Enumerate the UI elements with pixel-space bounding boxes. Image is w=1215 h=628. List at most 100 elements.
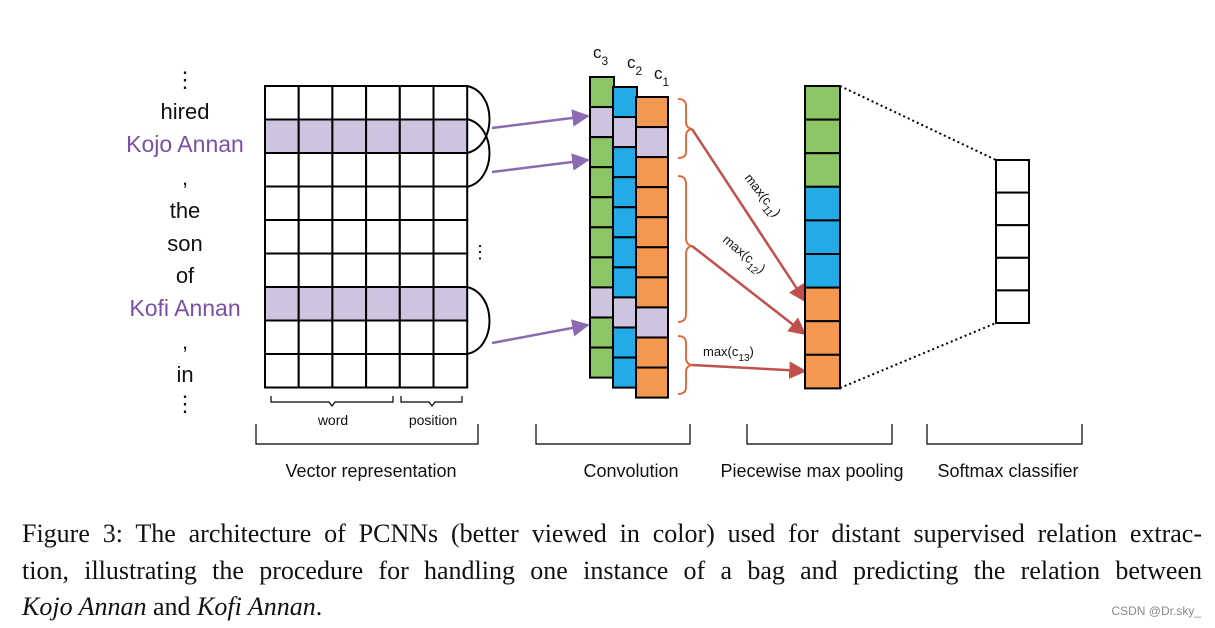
pooled-cell xyxy=(804,219,841,255)
feature-cell xyxy=(589,286,615,319)
feature-cell xyxy=(589,106,615,139)
stage-label-softmax: Softmax classifier xyxy=(937,461,1078,481)
feature-cell xyxy=(635,366,669,399)
segment-brace-2 xyxy=(677,175,693,323)
matrix-cell xyxy=(331,286,368,322)
matrix-cell xyxy=(264,319,300,355)
matrix-cell xyxy=(432,319,469,355)
position-label: position xyxy=(409,412,457,428)
segment-brace-1 xyxy=(677,98,693,159)
window-arcs xyxy=(466,85,491,355)
word-label: word xyxy=(317,412,348,428)
matrix-cell xyxy=(297,252,334,288)
feature-cell xyxy=(589,136,615,169)
feature-cell xyxy=(612,326,638,359)
feature-cell xyxy=(635,336,669,369)
pooled-cell xyxy=(804,286,841,323)
token-7: Kofi Annan xyxy=(129,295,240,321)
matrix-cell xyxy=(264,353,300,389)
matrix-cell xyxy=(331,85,368,121)
matrix-cell xyxy=(398,319,435,355)
feature-cell xyxy=(612,116,638,149)
caption-line-2: tion, illustrating the procedure for han… xyxy=(22,555,1202,585)
filter-label-c1: c1 xyxy=(654,64,670,89)
feature-cell xyxy=(635,96,669,129)
bracket-vector xyxy=(255,424,479,445)
window-arrows xyxy=(491,109,590,345)
max-label-1: max(c11) xyxy=(738,171,785,223)
matrix-cell xyxy=(331,185,368,221)
word-brace xyxy=(270,396,394,407)
pooled-cell xyxy=(804,85,841,121)
matrix-cell xyxy=(297,286,334,322)
matrix-cell xyxy=(264,152,300,188)
feature-cell xyxy=(589,196,615,229)
feature-cell xyxy=(589,76,615,109)
pooled-cell xyxy=(804,118,841,155)
feature-cell xyxy=(612,356,638,389)
feature-cell xyxy=(635,276,669,309)
matrix-cell xyxy=(331,353,368,389)
matrix-cell xyxy=(365,252,401,288)
matrix-cell xyxy=(398,286,435,322)
pooled-cell xyxy=(804,353,841,390)
max-label-3: max(c13) xyxy=(703,344,754,364)
matrix-cell xyxy=(432,252,469,288)
matrix-cell xyxy=(365,353,401,389)
caption-end: . xyxy=(315,592,323,621)
bracket-conv xyxy=(535,424,691,445)
feature-cell xyxy=(589,226,615,259)
softmax-cell xyxy=(995,159,1030,194)
caption-line-1: Figure 3: The architecture of PCNNs (bet… xyxy=(22,519,1202,548)
matrix-cell xyxy=(398,118,435,154)
stage-label-vector: Vector representation xyxy=(285,461,456,481)
matrix-cell xyxy=(297,219,334,255)
feature-cell xyxy=(589,316,615,349)
matrix-cell xyxy=(297,185,334,221)
matrix-cell xyxy=(331,118,368,154)
word-vector-matrix xyxy=(264,85,469,389)
matrix-cell xyxy=(297,118,334,154)
matrix-cell xyxy=(264,85,300,121)
feature-cell xyxy=(635,216,669,249)
matrix-cell xyxy=(297,85,334,121)
softmax-cell xyxy=(995,224,1030,259)
pooled-feature-vector xyxy=(804,85,841,390)
figure-caption: Figure 3: The architecture of PCNNs (bet… xyxy=(22,516,1202,626)
caption-entity-2: Kofi Annan xyxy=(197,592,316,621)
pooled-cell xyxy=(804,185,841,222)
matrix-cell xyxy=(297,152,334,188)
matrix-cell xyxy=(331,252,368,288)
token-6: of xyxy=(176,263,195,288)
feature-cell xyxy=(589,346,615,379)
matrix-cell xyxy=(365,85,401,121)
max-arrow-1 xyxy=(690,128,807,303)
caption-line-3: Kojo Annan and Kofi Annan. xyxy=(22,589,1202,626)
matrix-cell xyxy=(398,219,435,255)
feature-cell xyxy=(589,256,615,289)
stage-label-pool: Piecewise max pooling xyxy=(720,461,903,481)
matrix-cell xyxy=(365,118,401,154)
stage-brackets xyxy=(255,424,1083,445)
matrix-cell xyxy=(365,286,401,322)
feature-cell xyxy=(612,176,638,209)
token-8: , xyxy=(182,329,188,354)
max-arrow-3 xyxy=(691,361,807,379)
matrix-more-dots: ⋮ xyxy=(471,242,489,262)
matrix-cell xyxy=(432,152,469,188)
token-4: the xyxy=(170,198,201,223)
matrix-cell xyxy=(432,219,469,255)
filter-label-c3: c3 xyxy=(593,43,609,68)
matrix-cell xyxy=(398,353,435,389)
feature-cell xyxy=(635,306,669,339)
segment-braces xyxy=(677,98,693,395)
max-labels: max(c11) max(c12) max(c13) xyxy=(703,171,784,364)
matrix-cell xyxy=(331,219,368,255)
filter-map-c2 xyxy=(612,86,638,389)
window-arrow-2 xyxy=(491,153,590,174)
pooled-cell xyxy=(804,152,841,188)
feature-braces xyxy=(270,396,463,407)
max-pooling-arrows xyxy=(690,128,807,379)
